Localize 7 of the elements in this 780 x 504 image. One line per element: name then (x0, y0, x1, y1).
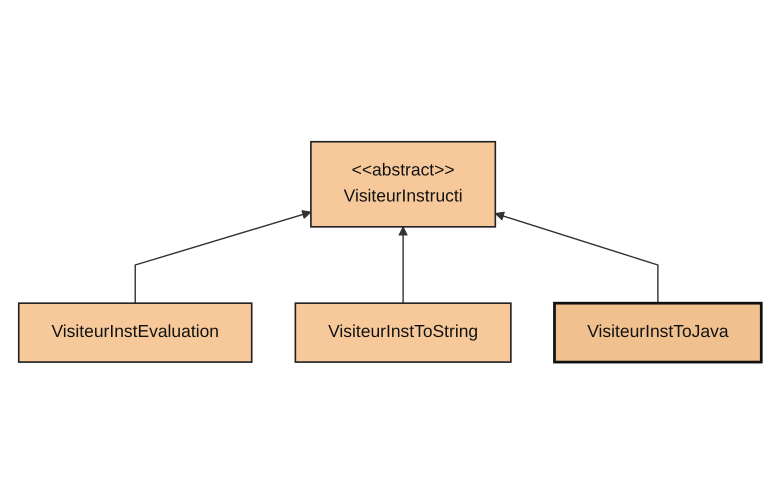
node-box: <<abstract>> VisiteurInstructi (310, 141, 496, 228)
node-box: VisiteurInstToString (294, 302, 512, 363)
node-box: VisiteurInstEvaluation (18, 302, 253, 363)
arrow (494, 212, 659, 304)
node-box: VisiteurInstToJava (553, 302, 763, 364)
arrow (398, 226, 408, 304)
arrow (134, 210, 312, 304)
